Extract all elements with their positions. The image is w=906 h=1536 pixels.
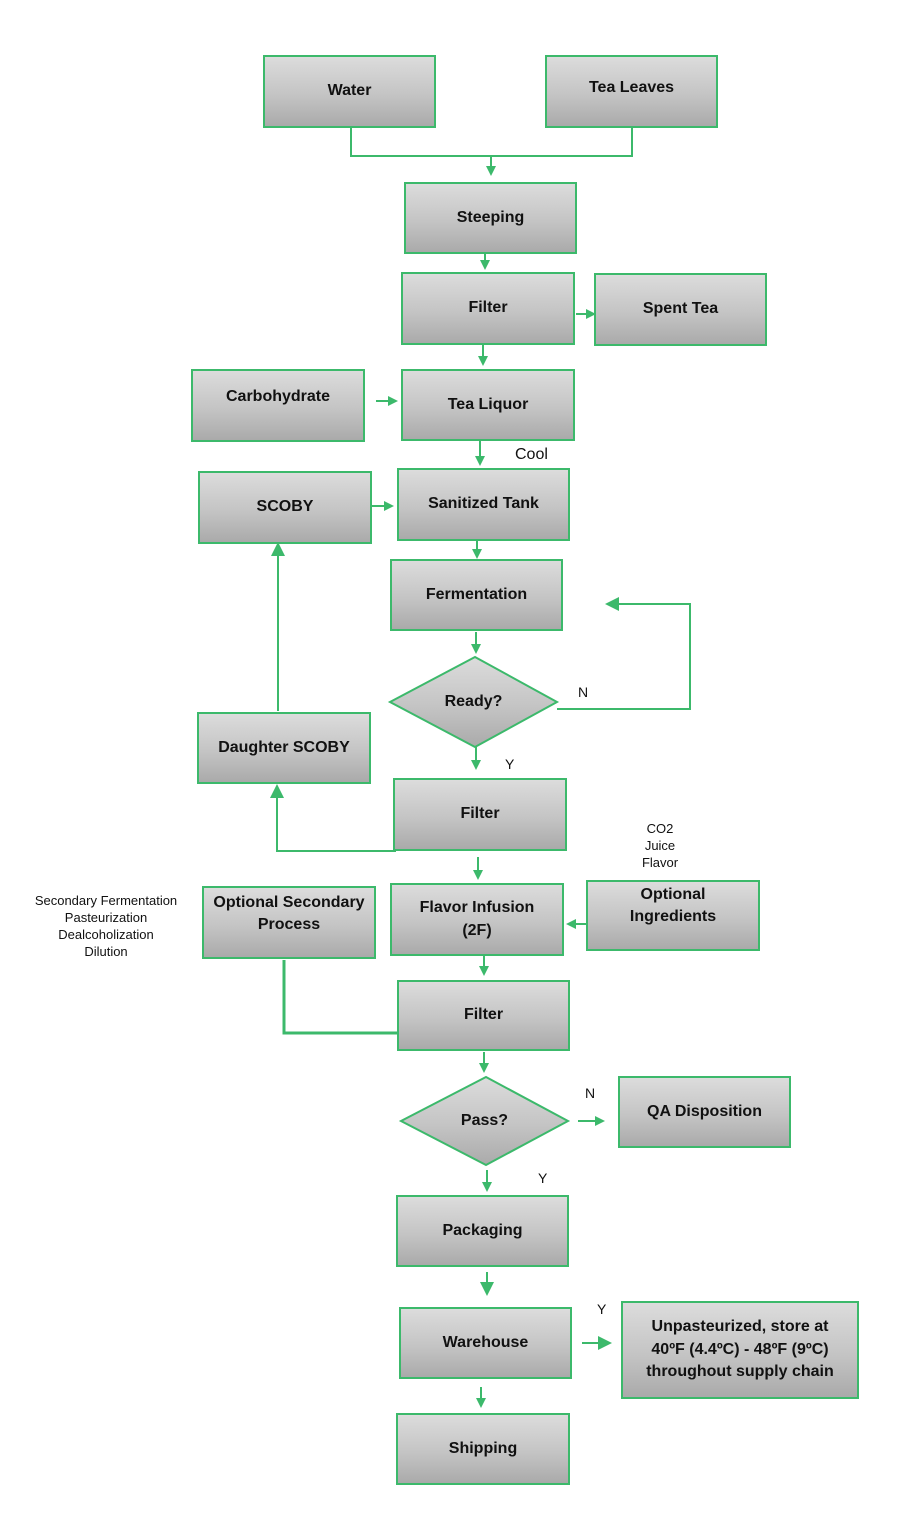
tea-liquor-box: Tea Liquor	[401, 369, 575, 441]
carbohydrate-box: Carbohydrate	[191, 369, 365, 442]
flavor-infusion-label: Flavor Infusion (2F)	[419, 899, 535, 939]
spent-tea-label: Spent Tea	[642, 300, 719, 318]
pass-no-label: N	[585, 1085, 596, 1101]
warehouse-box: Warehouse	[399, 1307, 572, 1379]
filter-3-label: Filter	[463, 1006, 504, 1024]
water-box: Water	[263, 55, 436, 128]
cool-label: Cool	[515, 446, 548, 463]
storage-requirement-box: Unpasteurized, store at 40ºF (4.4ºC) - 4…	[621, 1301, 859, 1399]
filter-2-label: Filter	[460, 805, 500, 823]
shipping-box: Shipping	[396, 1413, 570, 1485]
qa-disposition-label: QA Disposition	[647, 1102, 762, 1120]
sanitized-tank-label: Sanitized Tank	[428, 495, 539, 513]
tea-liquor-label: Tea Liquor	[447, 395, 529, 413]
qa-disposition-box: QA Disposition	[618, 1076, 791, 1148]
filter-1-box: Filter	[401, 272, 575, 345]
optional-secondary-process-label: Optional Secondary Process	[213, 894, 365, 934]
sanitized-tank-box: Sanitized Tank	[397, 468, 570, 541]
warehouse-yes-label: Y	[597, 1301, 607, 1317]
ready-decision-label: Ready?	[444, 693, 503, 710]
secondary-processes-note: Secondary Fermentation Pasteurization De…	[34, 893, 178, 959]
connector-water-merge	[350, 128, 633, 157]
filter-2-box: Filter	[393, 778, 567, 851]
optional-secondary-process-box: Optional Secondary Process	[202, 886, 376, 959]
warehouse-label: Warehouse	[442, 1333, 529, 1351]
connector-filter-daughter-scoby	[270, 784, 396, 852]
tea-leaves-label: Tea Leaves	[588, 79, 675, 96]
fermentation-box: Fermentation	[390, 559, 563, 631]
tea-leaves-box: Tea Leaves	[545, 55, 718, 128]
carbohydrate-label: Carbohydrate	[225, 388, 331, 405]
water-label: Water	[327, 82, 372, 100]
pass-yes-label: Y	[538, 1170, 548, 1186]
filter-1-label: Filter	[468, 299, 508, 317]
fermentation-label: Fermentation	[425, 585, 528, 603]
ready-no-label: N	[578, 684, 589, 700]
pass-decision-label: Pass?	[460, 1112, 509, 1129]
ready-diamond	[387, 655, 560, 749]
packaging-box: Packaging	[396, 1195, 569, 1267]
steeping-label: Steeping	[456, 208, 525, 226]
packaging-label: Packaging	[442, 1221, 523, 1239]
ready-yes-label: Y	[505, 756, 515, 772]
scoby-label: SCOBY	[256, 498, 314, 516]
scoby-box: SCOBY	[198, 471, 372, 544]
connector-secondary-process	[282, 960, 397, 1035]
steeping-box: Steeping	[404, 182, 577, 254]
optional-ingredients-box: Optional Ingredients	[586, 880, 760, 951]
daughter-scoby-box: Daughter SCOBY	[197, 712, 371, 784]
daughter-scoby-label: Daughter SCOBY	[218, 738, 350, 756]
loop-ready-no	[557, 597, 691, 710]
ingredient-examples-note: CO2 Juice Flavor	[641, 821, 679, 870]
filter-3-box: Filter	[397, 980, 570, 1051]
pass-diamond	[398, 1075, 571, 1167]
spent-tea-box: Spent Tea	[594, 273, 767, 346]
storage-requirement-label: Unpasteurized, store at 40ºF (4.4ºC) - 4…	[646, 1318, 834, 1381]
optional-ingredients-label: Optional Ingredients	[629, 886, 717, 926]
shipping-label: Shipping	[448, 1439, 518, 1457]
flavor-infusion-box: Flavor Infusion (2F)	[390, 883, 564, 956]
